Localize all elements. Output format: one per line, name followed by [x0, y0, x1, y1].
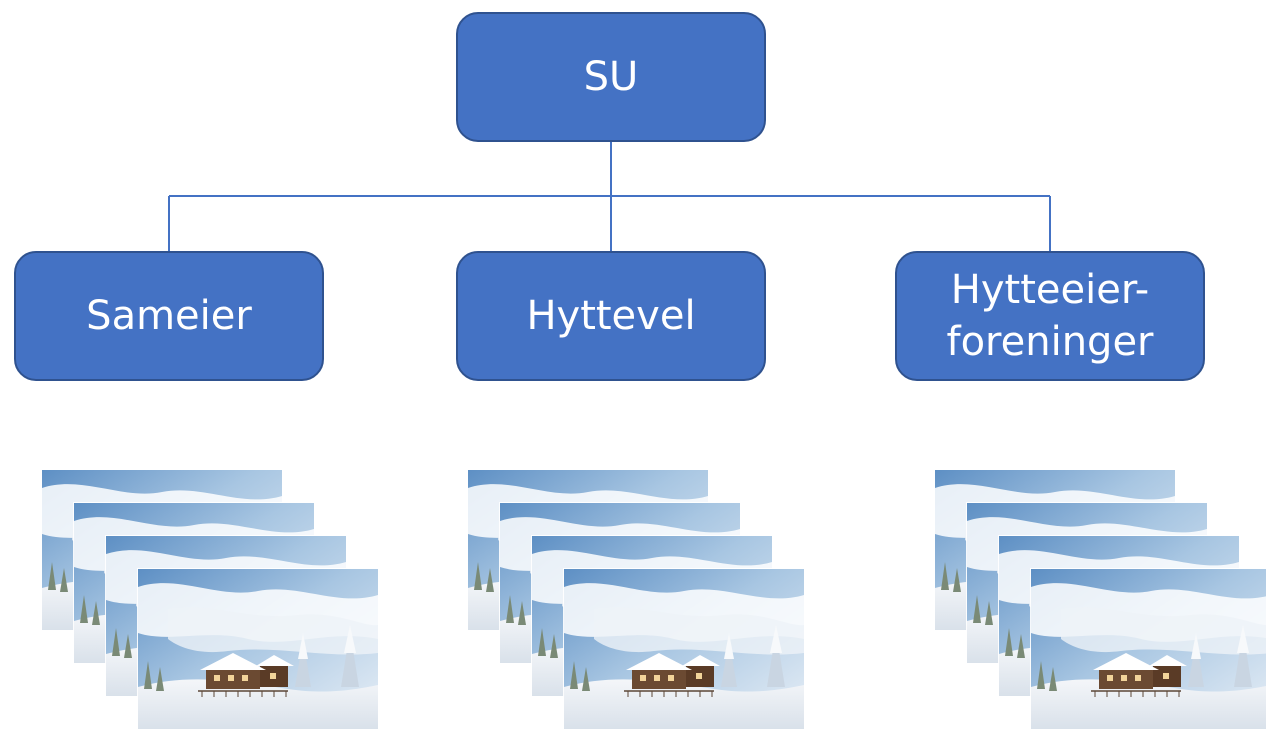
winter-cabin-photo-icon	[564, 569, 804, 729]
child-node-label: Sameier	[86, 293, 252, 339]
child-node-sameier: Sameier	[14, 251, 324, 381]
root-node-label: SU	[583, 54, 639, 100]
root-node-su: SU	[456, 12, 766, 142]
photo-stack-sameier	[42, 470, 382, 729]
winter-cabin-photo-icon	[1031, 569, 1266, 729]
child-node-hyttevel: Hyttevel	[456, 251, 766, 381]
child-node-label: Hyttevel	[526, 293, 696, 339]
photo-stack-hyttevel	[468, 470, 808, 729]
child-node-label: Hytteeier- foreninger	[946, 267, 1154, 365]
photo-stack-hytteeierforeninger	[935, 470, 1266, 729]
winter-cabin-photo-icon	[138, 569, 378, 729]
child-node-hytteeierforeninger: Hytteeier- foreninger	[895, 251, 1205, 381]
